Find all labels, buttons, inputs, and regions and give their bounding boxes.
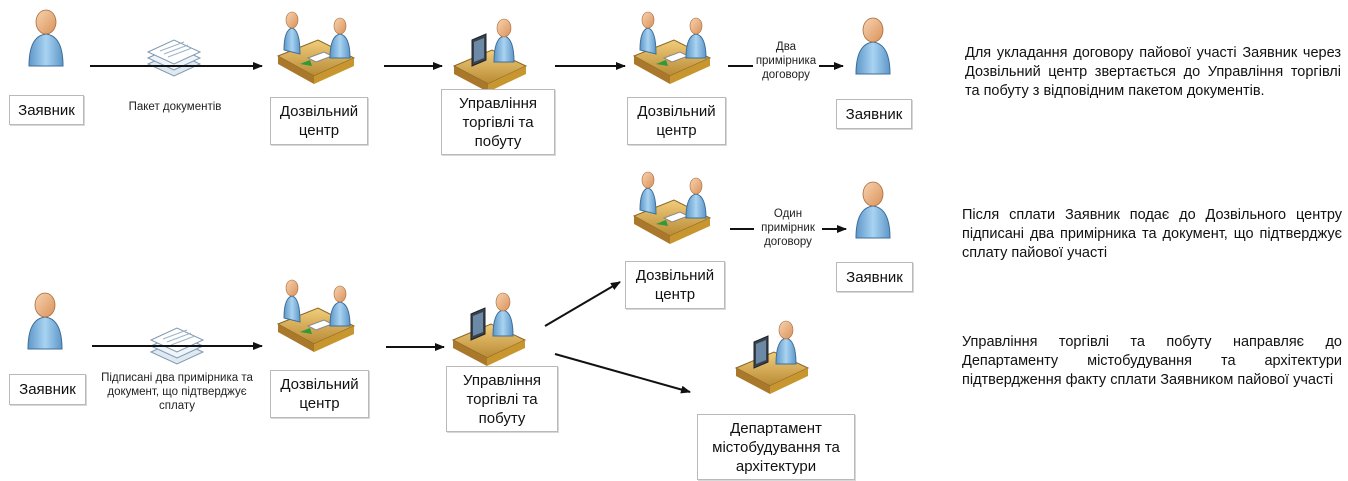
description-step-2: Після сплати Заявник подає до Дозвільног…	[962, 207, 1342, 261]
arrow	[554, 353, 691, 394]
applicant-box: Заявник	[836, 262, 913, 292]
trade-department-icon	[453, 18, 527, 93]
documents-label: Підписані два примірника та документ, що…	[101, 372, 253, 412]
applicant-box: Заявник	[836, 99, 912, 129]
applicant-icon	[28, 9, 64, 67]
permit-center-icon	[633, 11, 711, 85]
copies-label: Два примірника договору	[753, 40, 819, 82]
urban-department-box: Департамент містобудування та архітектур…	[697, 414, 855, 480]
trade-department-box: Управління торгівлі та побуту	[441, 89, 555, 155]
description-step-3: Управління торгівлі та побуту направляє …	[962, 334, 1342, 388]
applicant-icon	[27, 292, 63, 350]
description-step-1: Для укладання договору пайової участі За…	[965, 45, 1341, 99]
permit-center-box: Дозвільний центр	[627, 97, 726, 145]
permit-center-box: Дозвільний центр	[625, 261, 725, 309]
applicant-icon	[855, 17, 891, 75]
permit-center-box: Дозвільний центр	[270, 97, 368, 145]
arrow	[544, 281, 621, 327]
documents-label: Пакет документів	[128, 101, 222, 113]
trade-department-box: Управління торгівлі та побуту	[446, 366, 558, 432]
trade-department-icon	[452, 292, 526, 367]
urban-department-icon	[735, 320, 809, 395]
applicant-box: Заявник	[9, 95, 84, 125]
permit-center-icon	[277, 279, 355, 353]
copy-label: Один примірник договору	[754, 207, 822, 249]
permit-center-icon	[277, 11, 355, 85]
permit-center-icon	[633, 171, 711, 245]
applicant-box: Заявник	[9, 374, 86, 405]
documents-icon	[147, 39, 201, 77]
applicant-icon	[855, 181, 891, 239]
permit-center-box: Дозвільний центр	[270, 370, 369, 418]
